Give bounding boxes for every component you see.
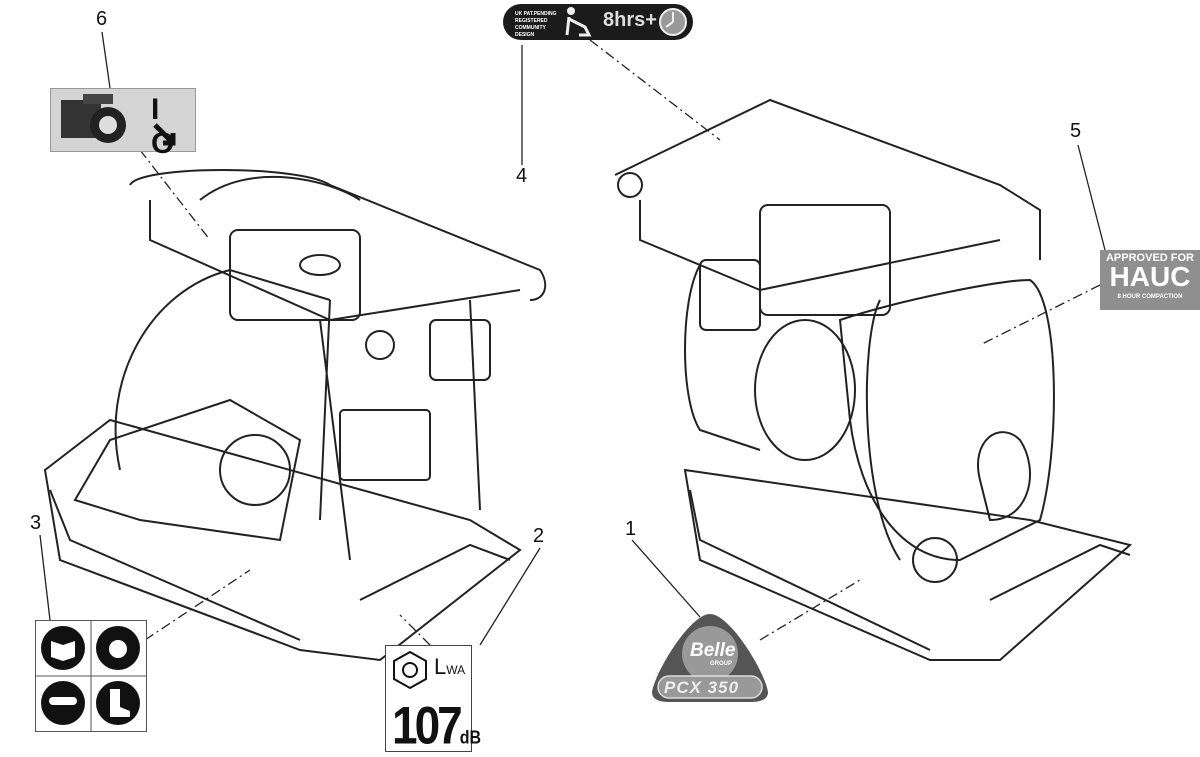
ear-protection-icon [96, 626, 140, 670]
hauc-decal: APPROVED FOR HAUC 8 HOUR COMPACTION [1100, 250, 1200, 310]
noise-decal: LWA 107dB [385, 645, 481, 755]
hours-label: 8hrs+ [603, 9, 657, 31]
ear-hexagon-icon [393, 650, 427, 690]
eye-protection-icon [41, 681, 85, 725]
brand-name: Belle [690, 640, 736, 661]
operator-icon [565, 7, 592, 37]
callout-6: 6 [96, 8, 108, 30]
callout-3: 3 [30, 512, 42, 534]
callout-2: 2 [533, 525, 545, 547]
hauc-line1: APPROVED FOR [1105, 252, 1194, 264]
hauc-line3: 8 HOUR COMPACTION [1117, 294, 1183, 300]
hauc-title: HAUC [1109, 261, 1191, 292]
right-machine [614, 98, 1133, 661]
safety-icons [36, 621, 146, 731]
left-machine [43, 169, 547, 662]
operating-time-decal: UK PAT.PENDING REGISTERED COMMUNITY DESI… [503, 4, 693, 40]
safety-decal [35, 620, 147, 732]
callout-1: 1 [625, 518, 637, 540]
lwa-label: LWA [434, 654, 466, 679]
clock-icon [659, 8, 687, 36]
leader-lines [39, 31, 1106, 646]
engine-switch-decal: I O [50, 88, 196, 160]
arrow-down-right-icon [153, 123, 176, 146]
read-manual-icon [41, 626, 85, 670]
callout-4: 4 [516, 165, 528, 187]
model-name: PCX 350 [664, 678, 740, 697]
noise-value: 107dB [392, 695, 482, 755]
patent-text: UK PAT.PENDING REGISTERED COMMUNITY DESI… [515, 11, 557, 38]
engine-icon [61, 94, 126, 143]
safety-boots-icon [96, 681, 140, 725]
callout-5: 5 [1070, 120, 1082, 142]
brand-decal: Belle GROUP PCX 350 [650, 612, 770, 702]
brand-badge [652, 614, 768, 702]
brand-group: GROUP [710, 661, 733, 667]
